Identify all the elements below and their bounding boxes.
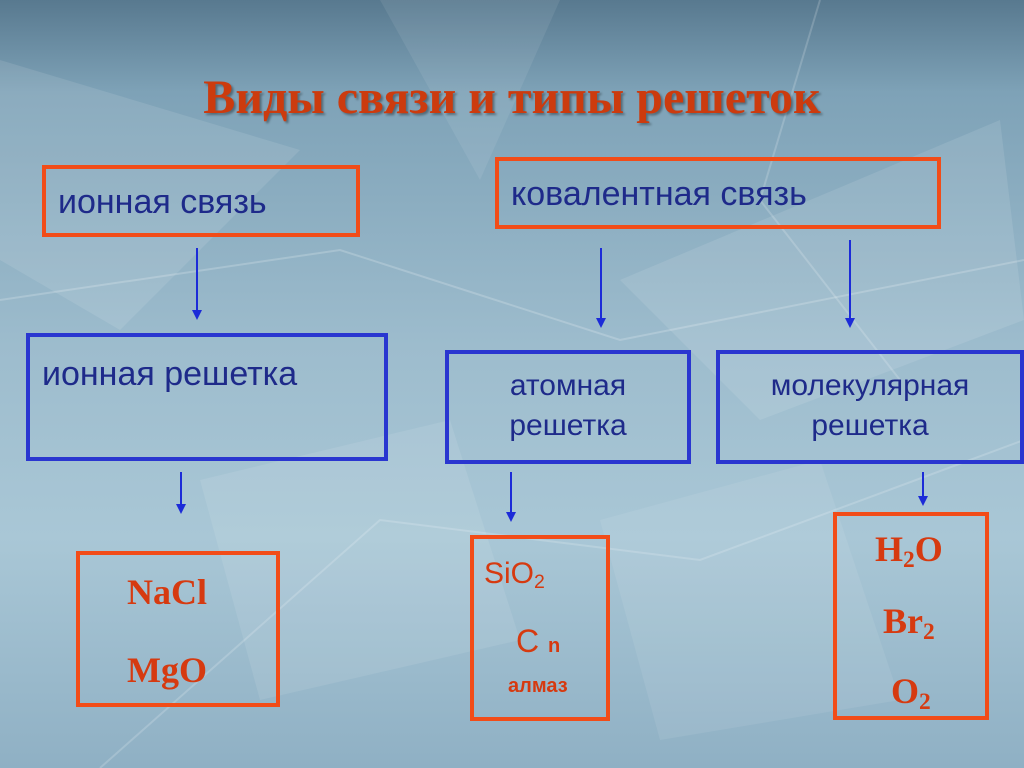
formula-nacl: NaCl xyxy=(127,572,207,612)
atomic-lattice-label-line2: решетка xyxy=(509,409,627,442)
arrow-ionic-bond-to-lattice xyxy=(192,248,202,320)
ionic-bond-box: ионная связь xyxy=(42,165,360,237)
ionic-examples-box: NaCl MgO xyxy=(76,551,280,707)
atomic-examples-box: SiO2 C n алмаз xyxy=(470,535,610,721)
ionic-lattice-box: ионная решетка xyxy=(26,333,388,461)
ionic-bond-label: ионная связь xyxy=(58,183,267,221)
covalent-bond-label: ковалентная связь xyxy=(511,175,807,213)
molecular-lattice-box: молекулярная решетка xyxy=(716,350,1024,464)
formula-o2: O2 xyxy=(891,671,931,715)
molecular-examples-box: H2O Br2 O2 xyxy=(833,512,989,720)
formula-h2o: H2O xyxy=(875,529,943,573)
arrow-ionic-lattice-to-examples xyxy=(176,472,186,514)
arrow-atomic-lattice-to-examples xyxy=(506,472,516,522)
ionic-lattice-label: ионная решетка xyxy=(42,355,298,393)
formula-br2: Br2 xyxy=(883,601,935,645)
molecular-lattice-label-line1: молекулярная xyxy=(770,369,970,402)
page-title: Виды связи и типы решеток xyxy=(203,71,821,124)
formula-sio2: SiO2 xyxy=(484,557,545,593)
atomic-lattice-box: атомная решетка xyxy=(445,350,691,464)
formula-c-n: C n xyxy=(516,623,561,659)
diamond-note: алмаз xyxy=(508,675,568,697)
arrow-molecular-lattice-to-examples xyxy=(918,472,928,506)
atomic-lattice-label-line1: атомная xyxy=(509,369,627,402)
formula-mgo: MgO xyxy=(127,650,207,690)
covalent-bond-box: ковалентная связь xyxy=(495,157,941,229)
arrow-covalent-to-atomic xyxy=(596,248,606,328)
molecular-lattice-label-line2: решетка xyxy=(811,409,929,442)
arrow-covalent-to-molecular xyxy=(845,240,855,328)
